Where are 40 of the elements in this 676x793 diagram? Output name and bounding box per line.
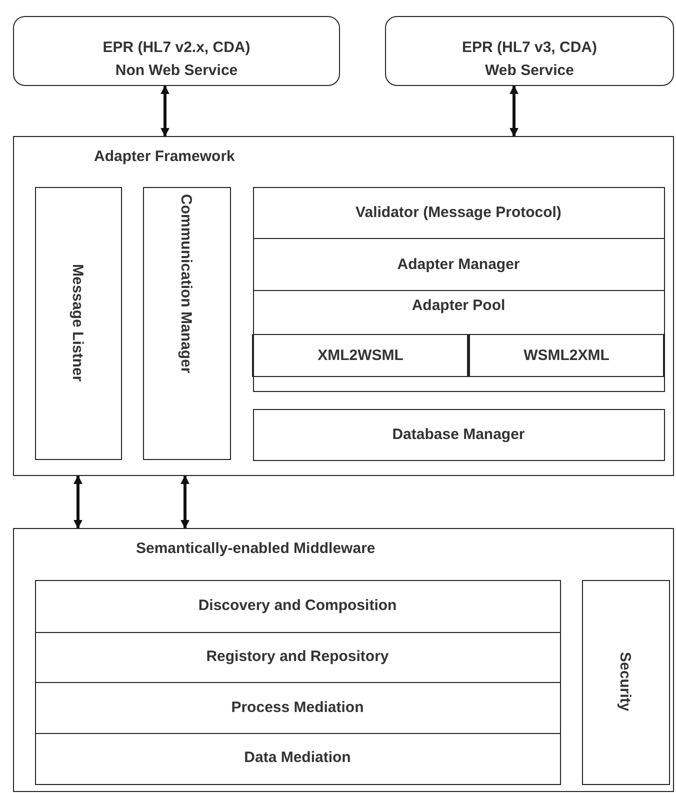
container-heading: Adapter Framework — [94, 148, 235, 166]
component-box — [252, 186, 664, 238]
component-label: Registory and Repository — [205, 648, 390, 666]
framework-container — [13, 136, 674, 476]
component-label: Discovery and Composition — [197, 596, 398, 614]
container-heading: Semantically-enabled Middleware — [136, 540, 376, 558]
component-label: Process Mediation — [230, 698, 365, 716]
component-box — [34, 682, 560, 734]
component-label: Data Mediation — [243, 748, 352, 766]
component-label: Non Web Service — [114, 62, 239, 80]
component-box — [467, 334, 664, 377]
component-box — [252, 238, 664, 290]
component-label: Message Listner — [69, 264, 86, 382]
component-label: Adapter Pool — [410, 296, 506, 314]
component-label: Communication Manager — [178, 194, 194, 373]
component-box — [34, 732, 560, 784]
component-box — [34, 632, 560, 682]
component-label: EPR (HL7 v3, CDA) — [460, 39, 598, 57]
system-box — [13, 16, 340, 86]
bidirectional-arrow — [160, 85, 170, 137]
system-box — [385, 16, 674, 86]
component-box — [252, 290, 664, 392]
component-label: Validator (Message Protocol) — [354, 204, 562, 222]
component-label: Security — [616, 652, 634, 712]
component-column — [582, 580, 670, 784]
component-label: WSML2XML — [522, 347, 610, 365]
component-box — [252, 334, 469, 377]
bidirectional-arrow — [74, 475, 82, 529]
component-label: Web Service — [484, 62, 575, 80]
component-column — [142, 186, 230, 460]
component-box — [252, 408, 664, 460]
component-label: XML2WSML — [316, 347, 404, 365]
component-box — [34, 580, 560, 632]
component-label: Database Manager — [391, 426, 526, 444]
bidirectional-arrow — [510, 85, 518, 137]
component-label: EPR (HL7 v2.x, CDA) — [102, 39, 252, 57]
component-label: Adapter Manager — [396, 256, 521, 274]
bidirectional-arrow — [180, 475, 190, 529]
component-column — [34, 186, 122, 460]
framework-container — [13, 528, 674, 792]
